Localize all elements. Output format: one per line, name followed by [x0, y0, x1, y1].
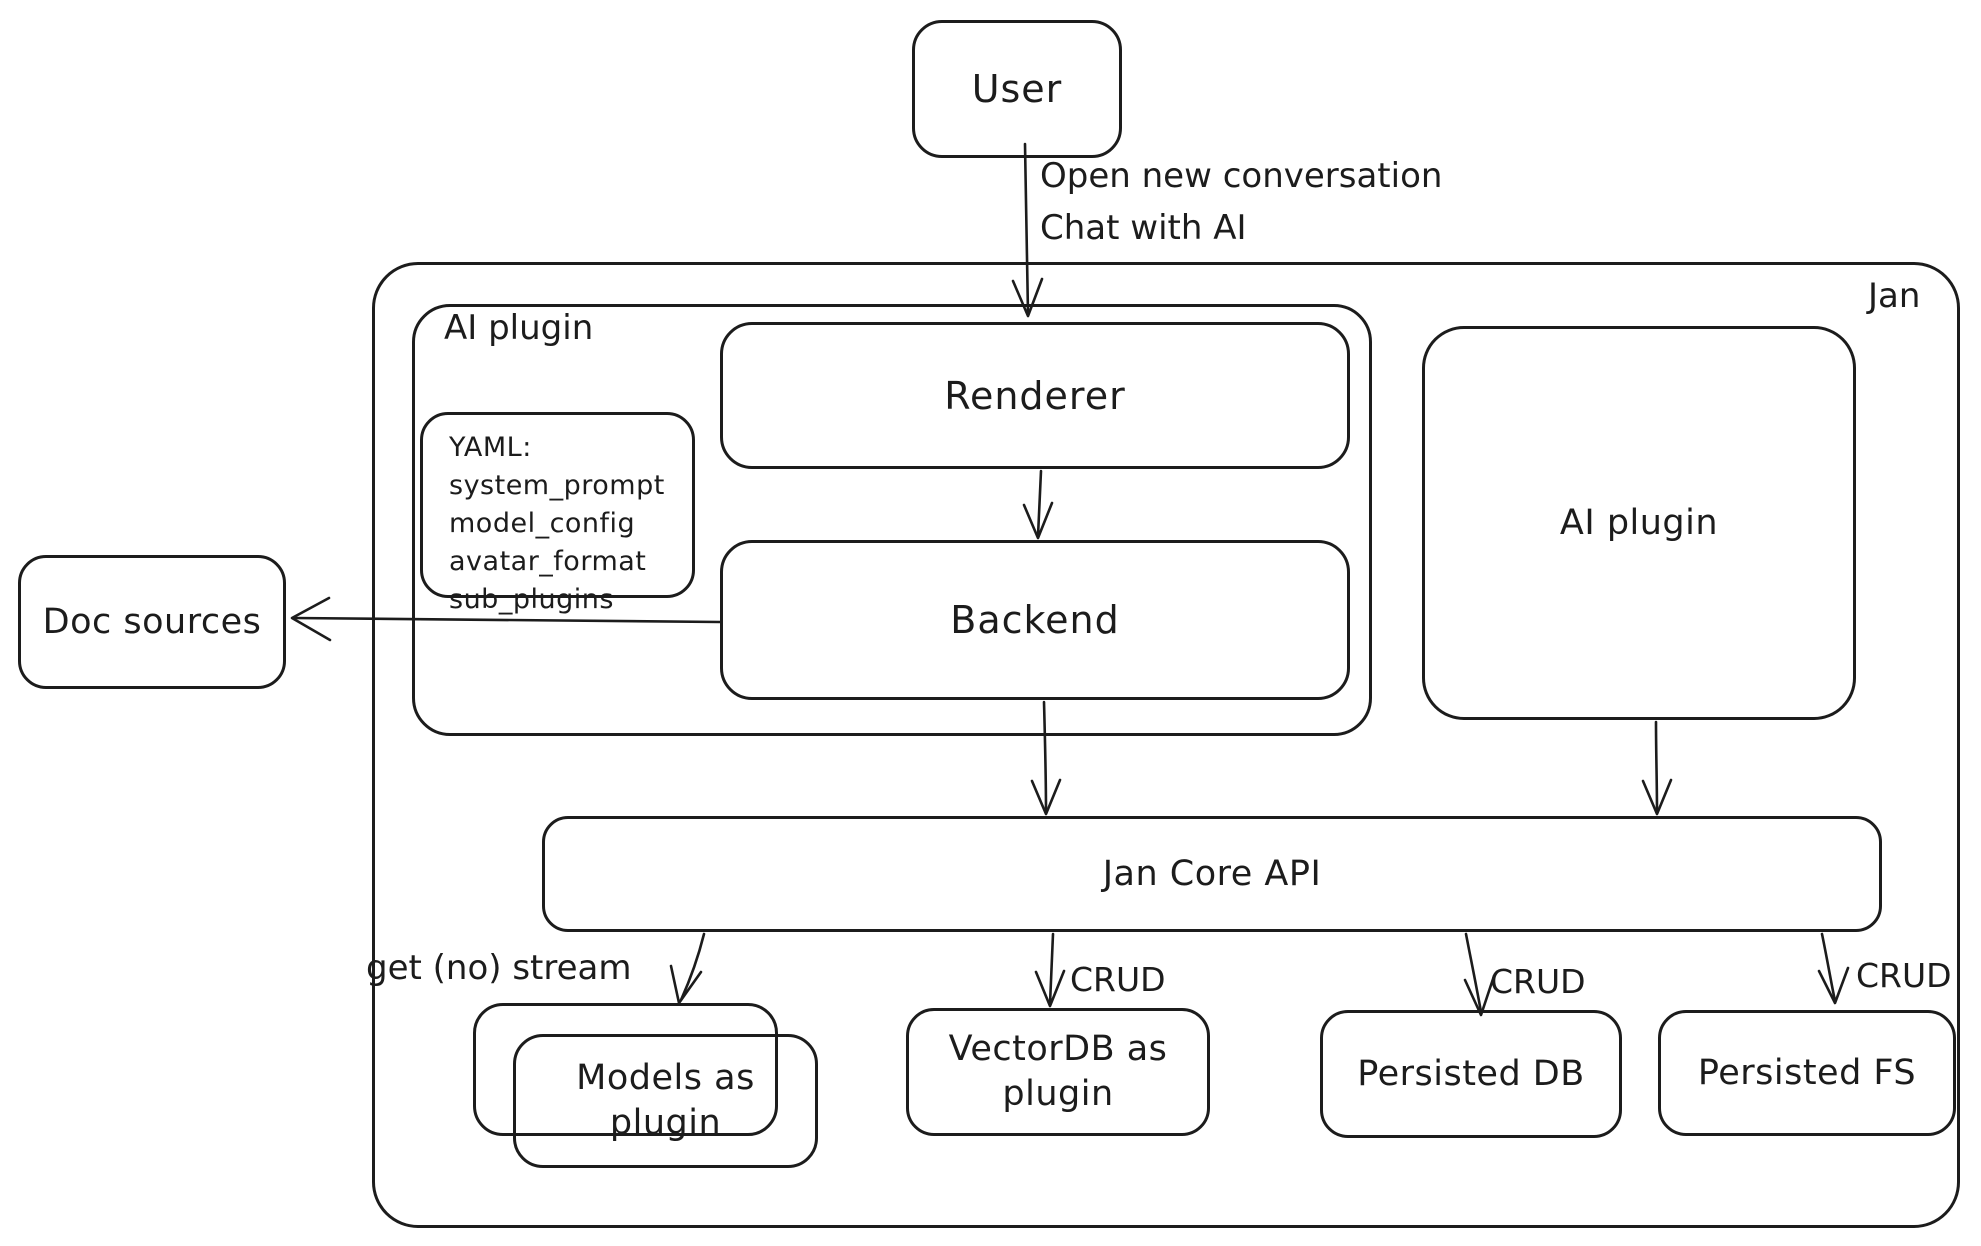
yaml-note-line: YAML:: [449, 432, 532, 463]
vectordb-plugin-label: VectorDB as plugin: [948, 1028, 1168, 1115]
edge-label-open-conversation: Open new conversation Chat with AI: [1040, 150, 1442, 254]
persisted-fs-node: Persisted FS: [1658, 1010, 1956, 1136]
yaml-note: YAML: system_prompt model_config avatar_…: [420, 412, 695, 615]
edge-label-crud-persisted-db: CRUD: [1490, 962, 1586, 1001]
models-plugin-node: Models as plugin: [513, 1034, 818, 1168]
yaml-note-line: avatar_format: [449, 546, 647, 577]
backend-node: Backend: [720, 540, 1350, 700]
backend-label: Backend: [950, 598, 1120, 642]
renderer-node: Renderer: [720, 322, 1350, 469]
yaml-note-line: model_config: [449, 508, 636, 539]
edge-label-crud-persisted-fs: CRUD: [1856, 956, 1952, 995]
models-plugin-label: Models as plugin: [576, 1057, 755, 1144]
ai-plugin-left-container: [412, 304, 1372, 736]
doc-sources-node: Doc sources: [18, 555, 286, 689]
persisted-db-label: Persisted DB: [1357, 1054, 1585, 1094]
vectordb-plugin-node: VectorDB as plugin: [906, 1008, 1210, 1136]
persisted-db-node: Persisted DB: [1320, 1010, 1622, 1138]
edge-label-get-no-stream: get (no) stream: [366, 948, 632, 988]
doc-sources-label: Doc sources: [42, 602, 262, 642]
yaml-note-line: sub_plugins: [449, 584, 614, 615]
yaml-note-line: system_prompt: [449, 470, 665, 501]
persisted-fs-label: Persisted FS: [1697, 1053, 1917, 1093]
jan-core-api-node: Jan Core API: [542, 816, 1882, 932]
ai-plugin-right-label: AI plugin: [1559, 503, 1719, 543]
edge-label-open-conversation-line2: Chat with AI: [1040, 208, 1247, 248]
user-node: User: [912, 20, 1122, 158]
ai-plugin-left-label: AI plugin: [444, 308, 594, 348]
renderer-label: Renderer: [944, 373, 1126, 418]
edge-label-crud-vectordb: CRUD: [1070, 960, 1166, 999]
jan-container: [372, 262, 1960, 1228]
jan-container-label: Jan: [1868, 276, 1921, 316]
jan-core-api-label: Jan Core API: [1102, 854, 1322, 894]
models-plugin-back-box: [473, 1003, 778, 1136]
edge-label-open-conversation-line1: Open new conversation: [1040, 156, 1443, 196]
ai-plugin-right-node: AI plugin: [1422, 326, 1856, 720]
user-label: User: [971, 67, 1063, 111]
